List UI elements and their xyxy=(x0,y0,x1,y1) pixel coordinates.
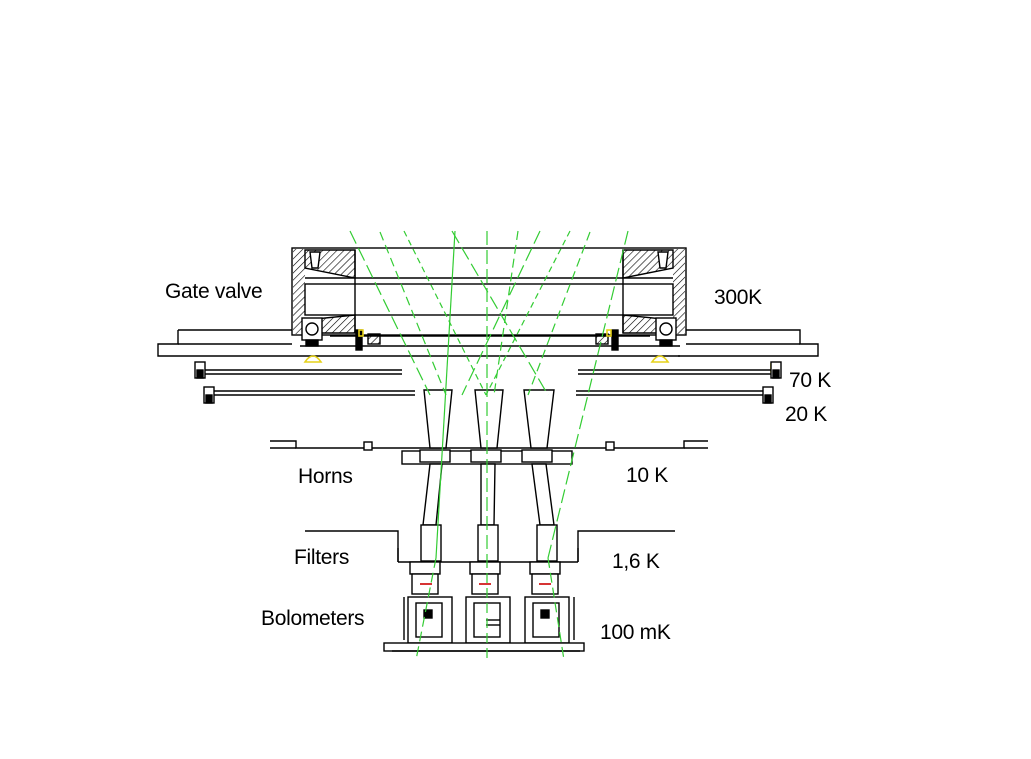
temperature-100mk-label: 100 mK xyxy=(600,621,671,644)
horns xyxy=(420,389,558,562)
gate-valve-label: Gate valve xyxy=(165,280,263,303)
temperature-300k-label: 300K xyxy=(714,286,762,309)
shield-20k xyxy=(203,386,774,404)
temperature-20k-label: 20 K xyxy=(785,403,827,426)
horns-label: Horns xyxy=(298,465,353,488)
gate-valve-body xyxy=(291,247,687,336)
bolometers-label: Bolometers xyxy=(261,607,365,630)
shield-70k xyxy=(194,361,782,379)
optical-beam-rays xyxy=(349,230,629,661)
temperature-1-6k-label: 1,6 K xyxy=(612,550,660,573)
bolometer-array xyxy=(383,596,585,652)
filters-label: Filters xyxy=(294,546,350,569)
temperature-70k-label: 70 K xyxy=(789,369,831,392)
temperature-10k-label: 10 K xyxy=(626,464,668,487)
